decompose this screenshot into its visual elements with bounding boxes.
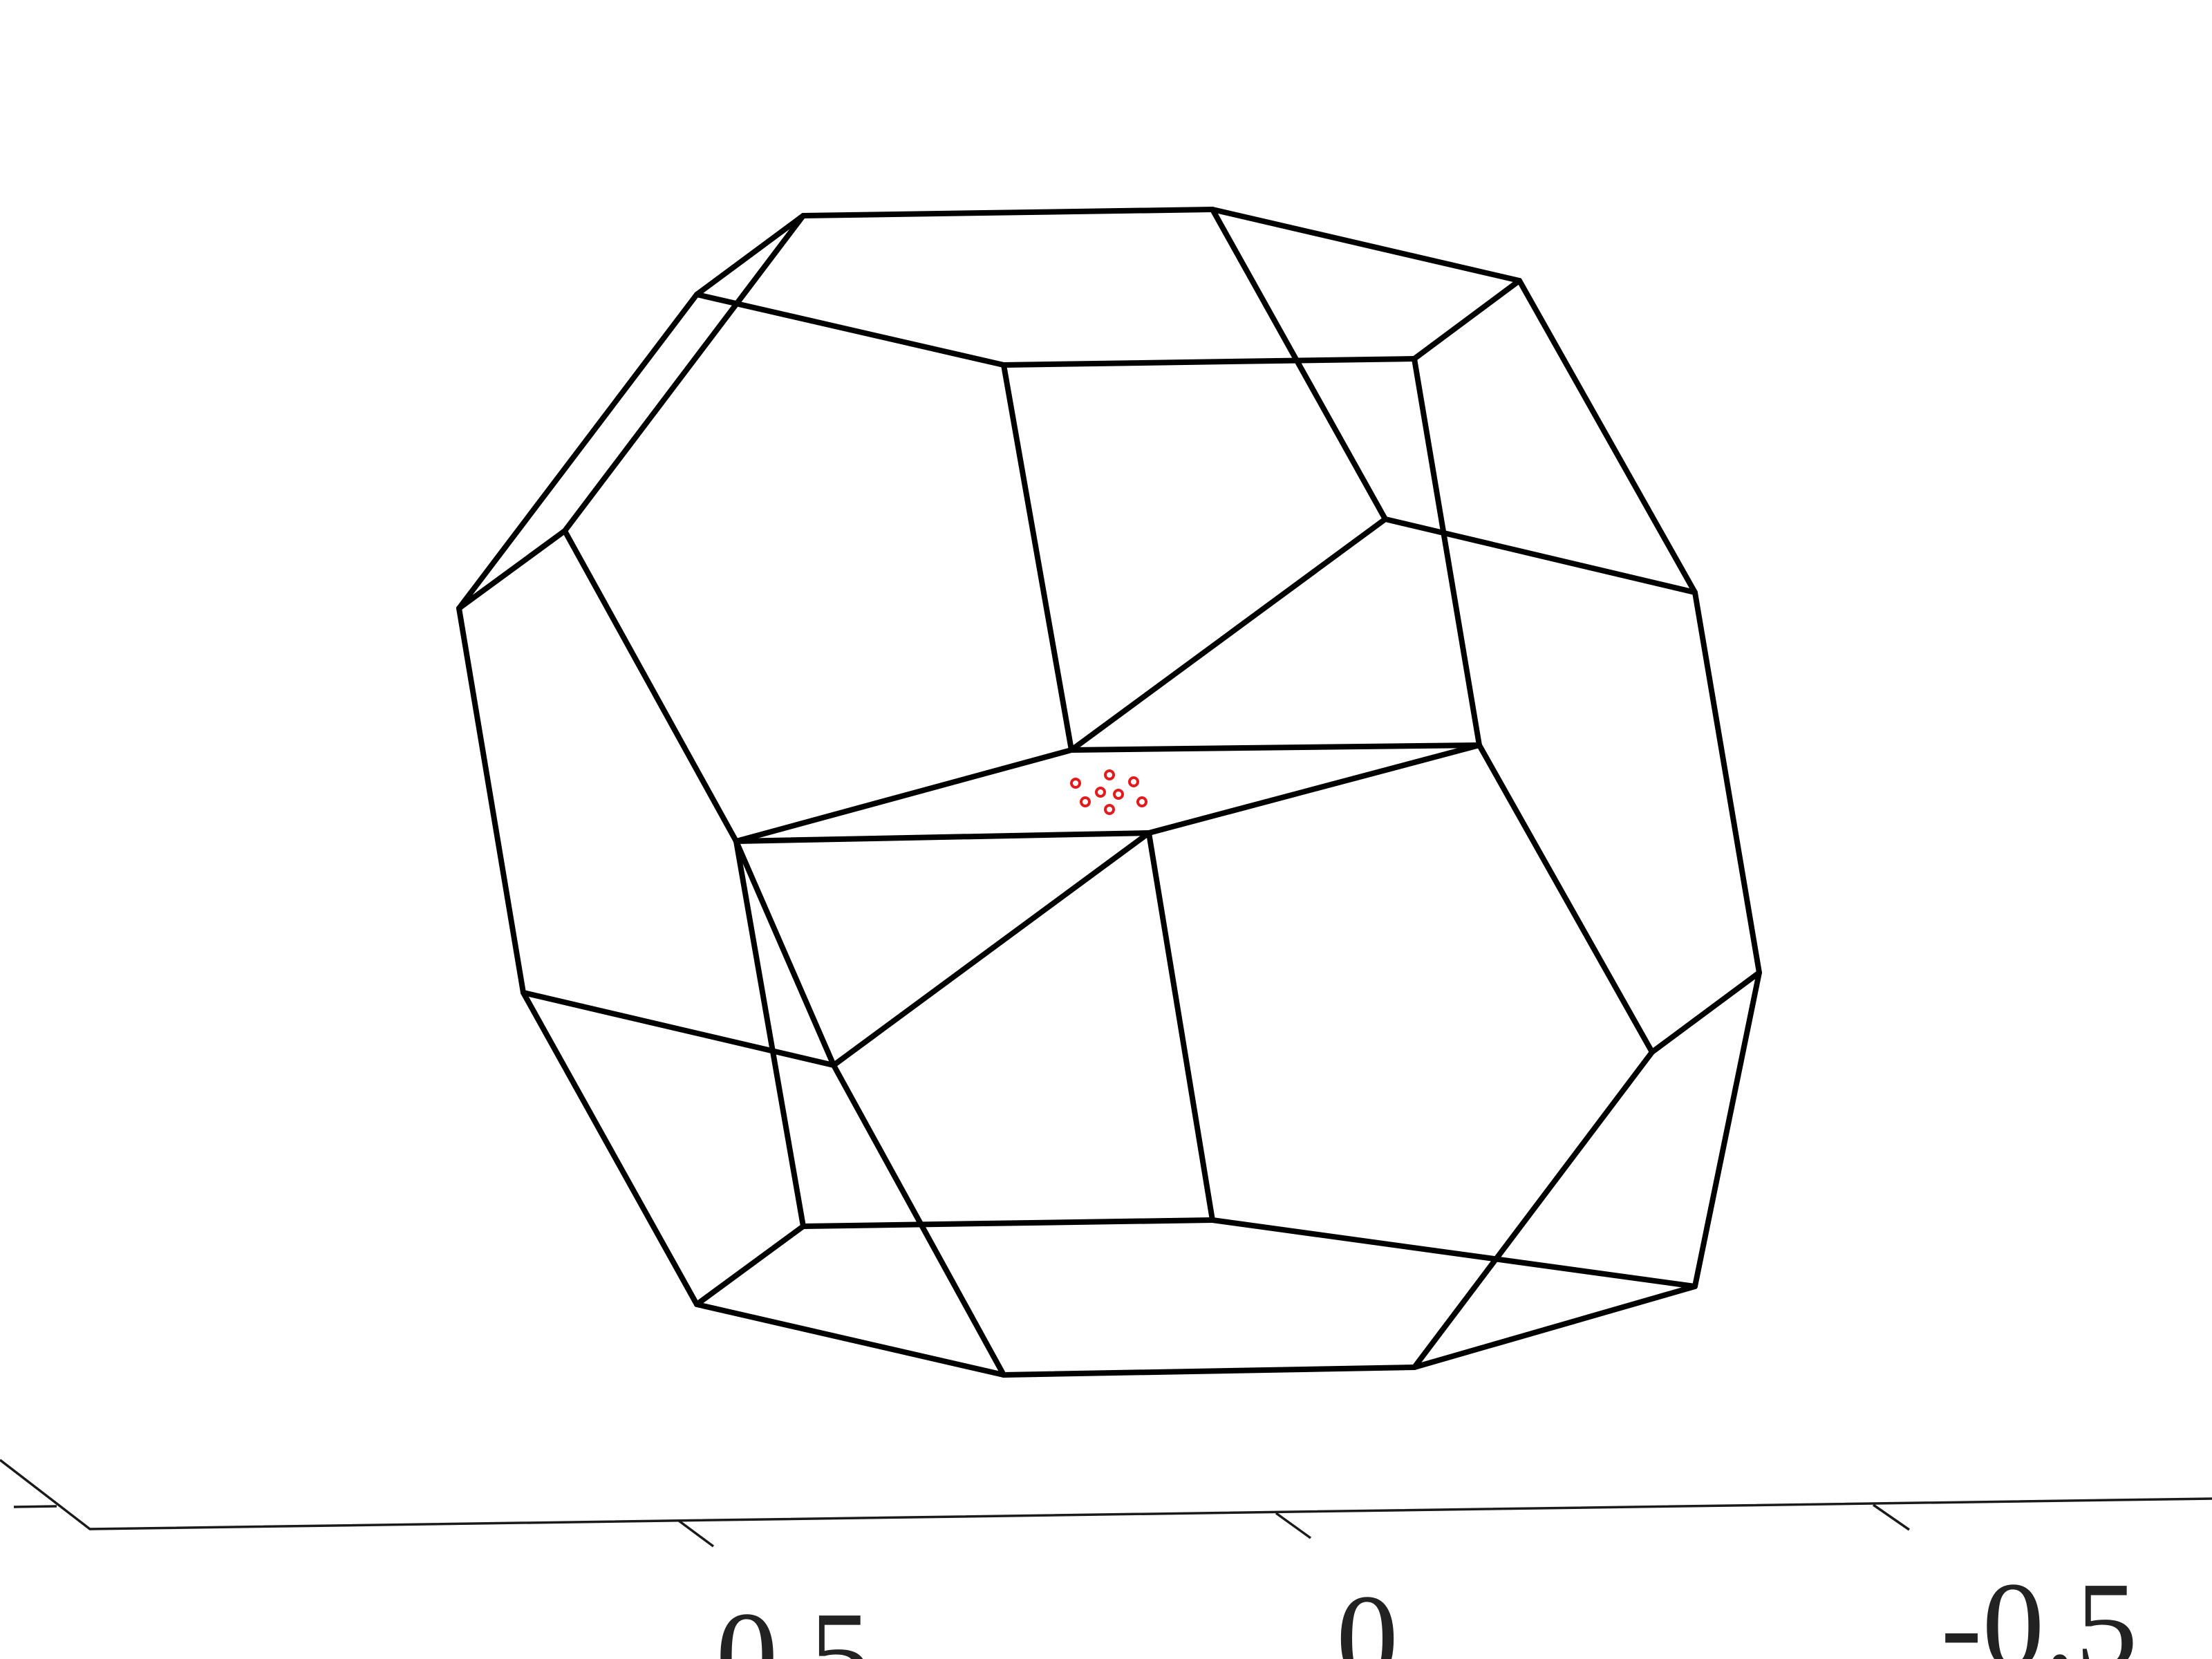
edge-K-L xyxy=(456,292,700,611)
edge-X-I xyxy=(694,1224,806,1307)
edge-Q-X xyxy=(733,838,806,1229)
edge-B-C xyxy=(1210,207,1522,283)
edge-E-F xyxy=(1692,970,1762,1289)
edge-O-P xyxy=(1069,742,1482,753)
edge-R-P xyxy=(1146,742,1482,836)
tick-mark-0-5 xyxy=(677,1519,715,1548)
edge-T-R xyxy=(1146,830,1215,1223)
polyhedron-edges xyxy=(456,207,1762,1378)
scatter-point xyxy=(1113,789,1124,800)
edge-A-B xyxy=(800,207,1215,218)
scatter-point xyxy=(1104,769,1115,780)
axis-baseline xyxy=(0,1459,2212,1530)
edge-U-O xyxy=(1069,516,1388,753)
scatter-point xyxy=(1136,796,1147,807)
edge-P-N xyxy=(1412,356,1482,748)
scatter-point xyxy=(1128,776,1139,787)
scatter-point xyxy=(1070,778,1081,789)
edge-J-K xyxy=(456,606,526,995)
edge-W-E xyxy=(1649,970,1762,1055)
edge-U-D xyxy=(1382,516,1698,595)
scatter-points xyxy=(1070,769,1147,815)
edge-U-B xyxy=(1210,207,1388,522)
edge-X-T xyxy=(800,1217,1215,1229)
tick-label-0-5: 0.5 xyxy=(716,1586,872,1659)
edge-I-J xyxy=(521,990,700,1307)
tick-mark-neg-0-5 xyxy=(1873,1503,1910,1531)
tick-mark-0 xyxy=(1275,1512,1312,1539)
edge-T-F xyxy=(1210,1217,1698,1289)
edge-S-Q xyxy=(733,838,836,1068)
edge-H-I xyxy=(694,1302,1006,1378)
edge-W-G xyxy=(1412,1049,1655,1370)
x-axis: 0.5 0 -0.5 xyxy=(0,1459,2212,1659)
tick-label-neg-0-5: -0.5 xyxy=(1941,1557,2138,1659)
edge-R-S xyxy=(831,830,1152,1068)
edge-S-J xyxy=(521,990,836,1068)
edge-S-H xyxy=(831,1062,1006,1378)
edge-O-Q xyxy=(733,747,1074,844)
edge-P-W xyxy=(1477,742,1655,1055)
tick-label-0: 0 xyxy=(1336,1569,1398,1659)
scatter-point xyxy=(1080,796,1091,807)
edge-Q-R xyxy=(733,830,1152,844)
axis-stub xyxy=(13,1505,57,1508)
scatter-point xyxy=(1095,787,1106,798)
edge-L-M xyxy=(694,292,1006,368)
edge-M-N xyxy=(1001,356,1417,368)
edge-N-C xyxy=(1412,278,1522,362)
scatter-point xyxy=(1104,804,1115,815)
edge-C-D xyxy=(1517,278,1698,595)
edge-D-E xyxy=(1692,590,1762,975)
edge-Y-A xyxy=(562,213,806,534)
edge-Y-Q xyxy=(562,528,739,844)
edge-F-G xyxy=(1412,1284,1698,1370)
edge-Y-K xyxy=(456,528,568,611)
edge-M-O xyxy=(1001,362,1074,753)
edge-L-A xyxy=(694,213,806,297)
edge-G-H xyxy=(1001,1365,1417,1378)
